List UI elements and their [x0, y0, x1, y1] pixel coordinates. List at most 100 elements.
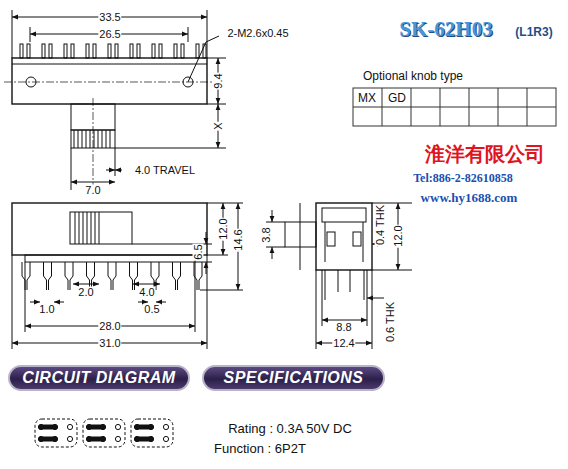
knurl	[78, 130, 79, 148]
section-band: CIRCUIT DIAGRAM	[8, 365, 190, 391]
knurl	[94, 130, 95, 148]
contact	[163, 436, 168, 441]
pin	[20, 44, 23, 58]
label: MX	[357, 92, 377, 104]
pin	[44, 262, 47, 290]
dimension: 4.0 TRAVEL	[134, 165, 196, 176]
pin	[86, 44, 89, 58]
dimension: 0.5	[143, 304, 160, 315]
dimension: 12.0	[218, 217, 229, 240]
pole-group	[131, 419, 173, 447]
pin	[108, 262, 111, 290]
contact	[52, 424, 57, 429]
knurl	[106, 130, 107, 148]
table-line	[382, 88, 383, 126]
pin	[173, 262, 176, 290]
knurl	[75, 212, 76, 244]
pin	[108, 44, 111, 58]
contact	[86, 436, 91, 441]
dimension: 33.5	[98, 12, 121, 23]
label: Rating : 0.3A 50V DC	[227, 422, 353, 435]
dimension: 2.0	[77, 287, 94, 298]
dimension: 7.0	[84, 185, 101, 196]
pin	[196, 44, 199, 58]
dimension: 0.4 THK	[375, 204, 386, 246]
table-line	[440, 88, 441, 126]
dimension: 28.0	[98, 321, 121, 332]
label: www.hy1688.com	[420, 191, 519, 204]
part-number-title: SK-62H03	[398, 17, 493, 42]
dimension: 26.5	[98, 29, 121, 40]
dimension: 14.6	[233, 228, 244, 251]
pin	[71, 44, 74, 58]
knurl	[110, 130, 111, 148]
dimension: 4.0	[138, 287, 155, 298]
contact	[134, 436, 139, 441]
knurl	[102, 130, 103, 148]
table-line	[498, 88, 499, 126]
knurl	[82, 130, 83, 148]
pin	[199, 262, 202, 290]
knurl	[99, 212, 100, 244]
dimension: 31.0	[98, 338, 121, 349]
dimension: 0.6 THK	[385, 301, 396, 343]
knurl	[90, 130, 91, 148]
contact	[100, 424, 105, 429]
label: Optional knob type	[362, 70, 464, 82]
pin	[181, 44, 184, 58]
label: Function : 6P2T	[213, 442, 307, 455]
table-line	[527, 88, 528, 126]
knurl	[83, 212, 84, 244]
pin	[159, 44, 162, 58]
contact	[67, 424, 72, 429]
pin	[130, 44, 133, 58]
pin	[115, 44, 118, 58]
pin	[156, 262, 159, 290]
pin	[152, 44, 155, 58]
dimension: 2-M2.6x0.45	[226, 28, 289, 39]
pin	[93, 44, 96, 58]
pin	[174, 44, 177, 58]
section-heading: CIRCUIT DIAGRAM	[22, 369, 175, 387]
contact	[163, 424, 168, 429]
pin	[70, 262, 73, 290]
dimension: X	[213, 121, 224, 130]
contact	[134, 424, 139, 429]
label: 淮洋有限公司	[424, 144, 546, 164]
contact	[115, 424, 120, 429]
dimension: 3.8	[261, 226, 272, 243]
pin	[27, 44, 30, 58]
pin	[49, 44, 52, 58]
contact	[86, 424, 91, 429]
contact	[148, 424, 153, 429]
dimension: 12.0	[393, 224, 404, 247]
pin	[130, 262, 133, 290]
pin	[42, 44, 45, 58]
pin	[135, 262, 138, 290]
knurl	[79, 212, 80, 244]
label: GD	[387, 92, 407, 104]
pin	[178, 262, 181, 290]
knurl	[91, 212, 92, 244]
contact	[38, 424, 43, 429]
dimension: 12.4	[332, 338, 355, 349]
section-heading: SPECIFICATIONS	[223, 369, 363, 387]
knurl	[95, 212, 96, 244]
pin	[113, 262, 116, 290]
contact	[115, 436, 120, 441]
pin	[65, 262, 68, 290]
pin	[137, 44, 140, 58]
knurl	[74, 130, 75, 148]
dimension: 9.4	[213, 72, 224, 89]
knurl	[86, 130, 87, 148]
dimension: 6.5	[193, 243, 204, 260]
pin	[64, 44, 67, 58]
dimension: 8.8	[335, 322, 352, 333]
table-line	[411, 88, 412, 126]
label: (L1R3)	[514, 26, 553, 38]
knurl	[87, 212, 88, 244]
contact	[52, 436, 57, 441]
contact	[38, 436, 43, 441]
